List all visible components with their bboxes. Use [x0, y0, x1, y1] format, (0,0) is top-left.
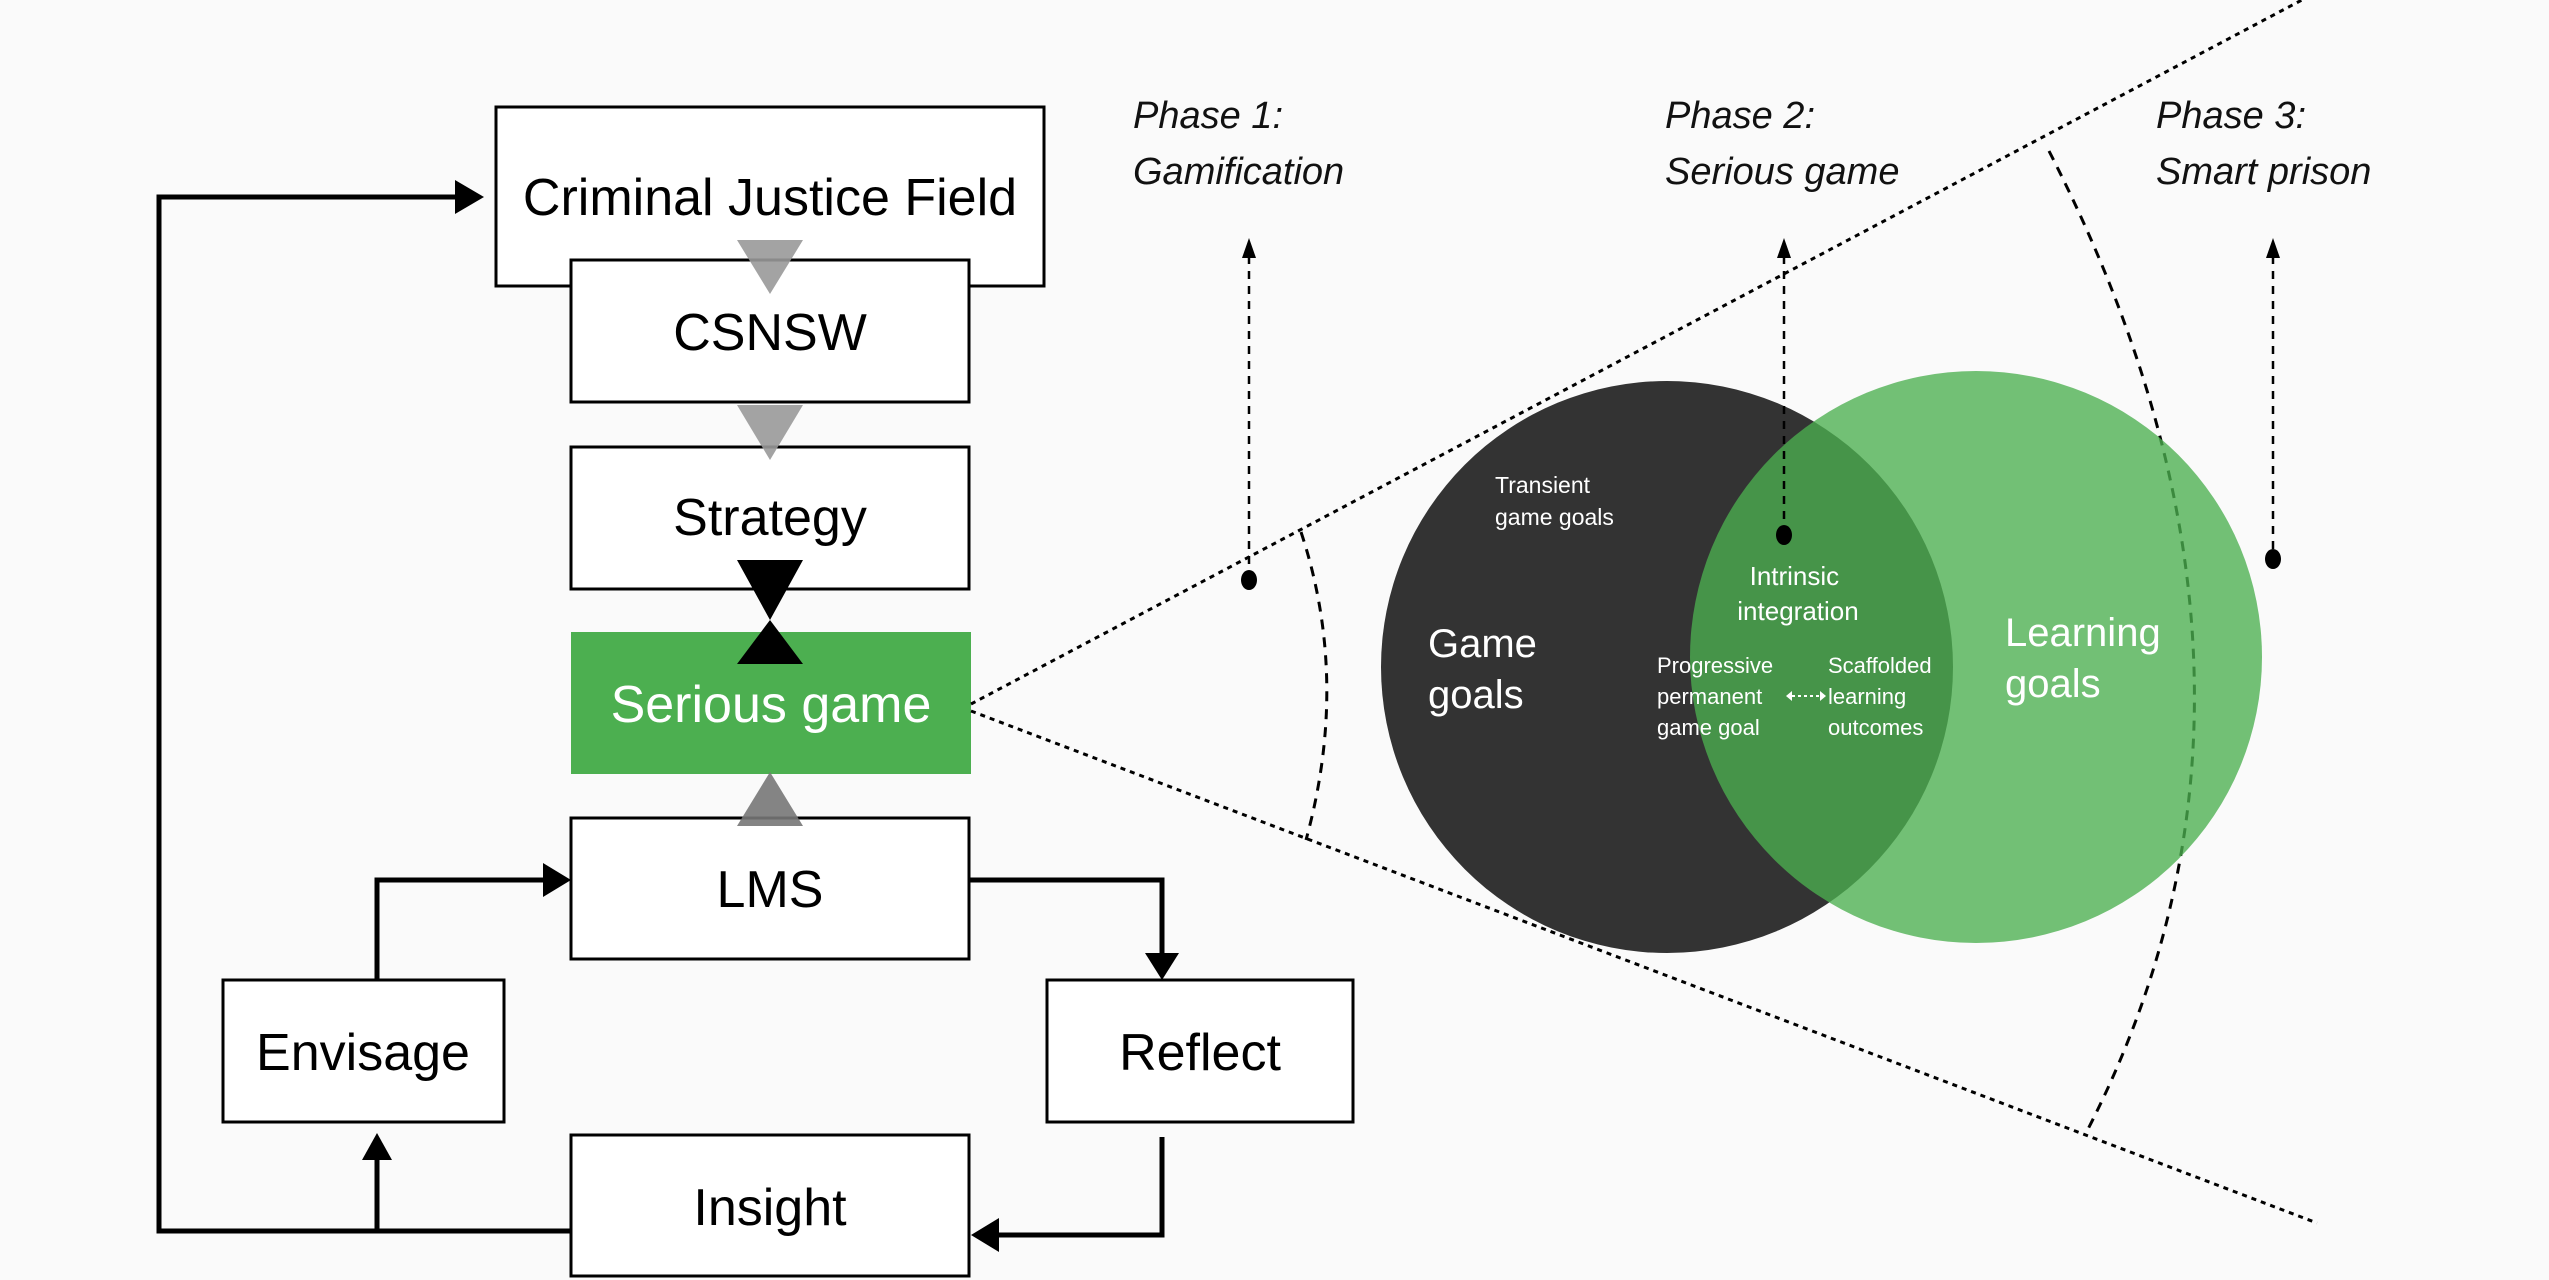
arrow-cjf-to-csnsw-icon	[737, 240, 803, 294]
arrow-envisage-to-lms	[374, 877, 545, 980]
learning-goals-label: Learning goals	[2005, 611, 2172, 706]
phase-boundary-arc-2	[2047, 150, 2196, 1134]
arrow-lms-to-serious-game-icon	[737, 772, 803, 826]
phase-2-pointer	[1776, 238, 1792, 545]
phase-2-label: Phase 2: Serious game	[1665, 95, 1899, 193]
arrowhead-reflect-to-insight-icon	[971, 1218, 999, 1252]
arrowhead-to-cjf	[455, 180, 484, 214]
phase-boundary-arc-1	[1299, 531, 1329, 841]
game-goals-label: Game goals	[1428, 622, 1548, 717]
feedback-loop-line	[156, 194, 571, 1234]
bidirectional-arrow-strategy-serious-game-icon	[737, 560, 803, 664]
envisage-box	[221, 978, 506, 1124]
projection-ray-upper	[970, 0, 2306, 706]
progressive-permanent-game-goal-label: Progressive permanent game goal	[1657, 653, 1779, 740]
arrowhead-lms-to-reflect-icon	[1145, 953, 1179, 980]
envisage-label: Envisage	[256, 1024, 470, 1082]
phase-1-label: Phase 1: Gamification	[1133, 95, 1344, 193]
arrow-reflect-to-insight	[998, 1137, 1165, 1238]
strategy-label: Strategy	[673, 489, 867, 547]
serious-game-label: Serious game	[611, 676, 932, 734]
reflect-box	[1045, 978, 1355, 1124]
transient-game-goals-label: Transient game goals	[1495, 472, 1614, 530]
intrinsic-integration-label: Intrinsic integration	[1737, 561, 1858, 626]
bidirectional-dotted-arrow-icon	[1786, 691, 1826, 701]
arrowhead-envisage-to-lms-icon	[543, 863, 571, 897]
arrow-csnsw-to-strategy-icon	[737, 405, 803, 460]
csnsw-label: CSNSW	[673, 304, 867, 362]
lms-label: LMS	[717, 861, 824, 919]
phase-1-pointer	[1241, 238, 1257, 590]
reflect-label: Reflect	[1119, 1024, 1281, 1082]
arrow-lms-to-reflect	[969, 877, 1165, 955]
insight-box	[569, 1133, 971, 1278]
lms-box	[569, 816, 971, 961]
projection-ray-lower	[970, 709, 2318, 1225]
insight-label: Insight	[693, 1179, 847, 1237]
phase-3-pointer	[2265, 238, 2281, 569]
criminal-justice-field-label: Criminal Justice Field	[523, 169, 1017, 227]
scaffolded-learning-outcomes-label: Scaffolded learning outcomes	[1828, 653, 1938, 740]
arrowhead-insight-to-envisage-icon	[362, 1133, 392, 1160]
phase-3-label: Phase 3: Smart prison	[2156, 95, 2371, 193]
learning-goals-circle	[1690, 371, 2262, 943]
